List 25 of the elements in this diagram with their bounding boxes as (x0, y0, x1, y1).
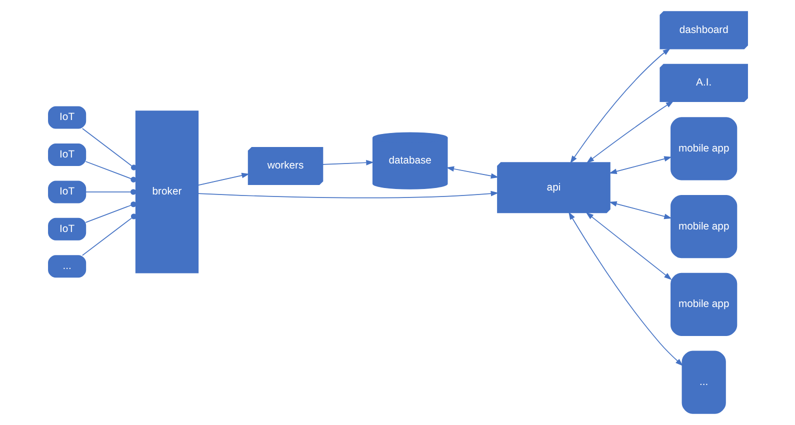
arrow (446, 166, 498, 179)
node-box: IoT (48, 218, 86, 240)
arrow (568, 212, 683, 366)
connector (84, 189, 136, 195)
arrow (322, 160, 374, 166)
node-box: ... (48, 255, 86, 278)
connector (81, 214, 136, 256)
connector (84, 161, 136, 182)
node-box: IoT (48, 106, 86, 129)
connector (84, 201, 136, 223)
arrow (198, 190, 498, 198)
node-box: IoT (48, 180, 86, 204)
connector (81, 128, 136, 170)
arrow (586, 100, 674, 164)
node-box: mobile app (670, 272, 737, 336)
arrow (197, 172, 249, 186)
node-box: mobile app (670, 117, 737, 180)
arrow (608, 201, 672, 220)
arrow (608, 156, 672, 174)
node-box: broker (134, 110, 198, 274)
node-box: IoT (48, 144, 86, 166)
arrow (570, 48, 670, 164)
node-box: ... (681, 350, 726, 414)
arrow (585, 212, 672, 280)
node-box: mobile app (670, 194, 737, 258)
